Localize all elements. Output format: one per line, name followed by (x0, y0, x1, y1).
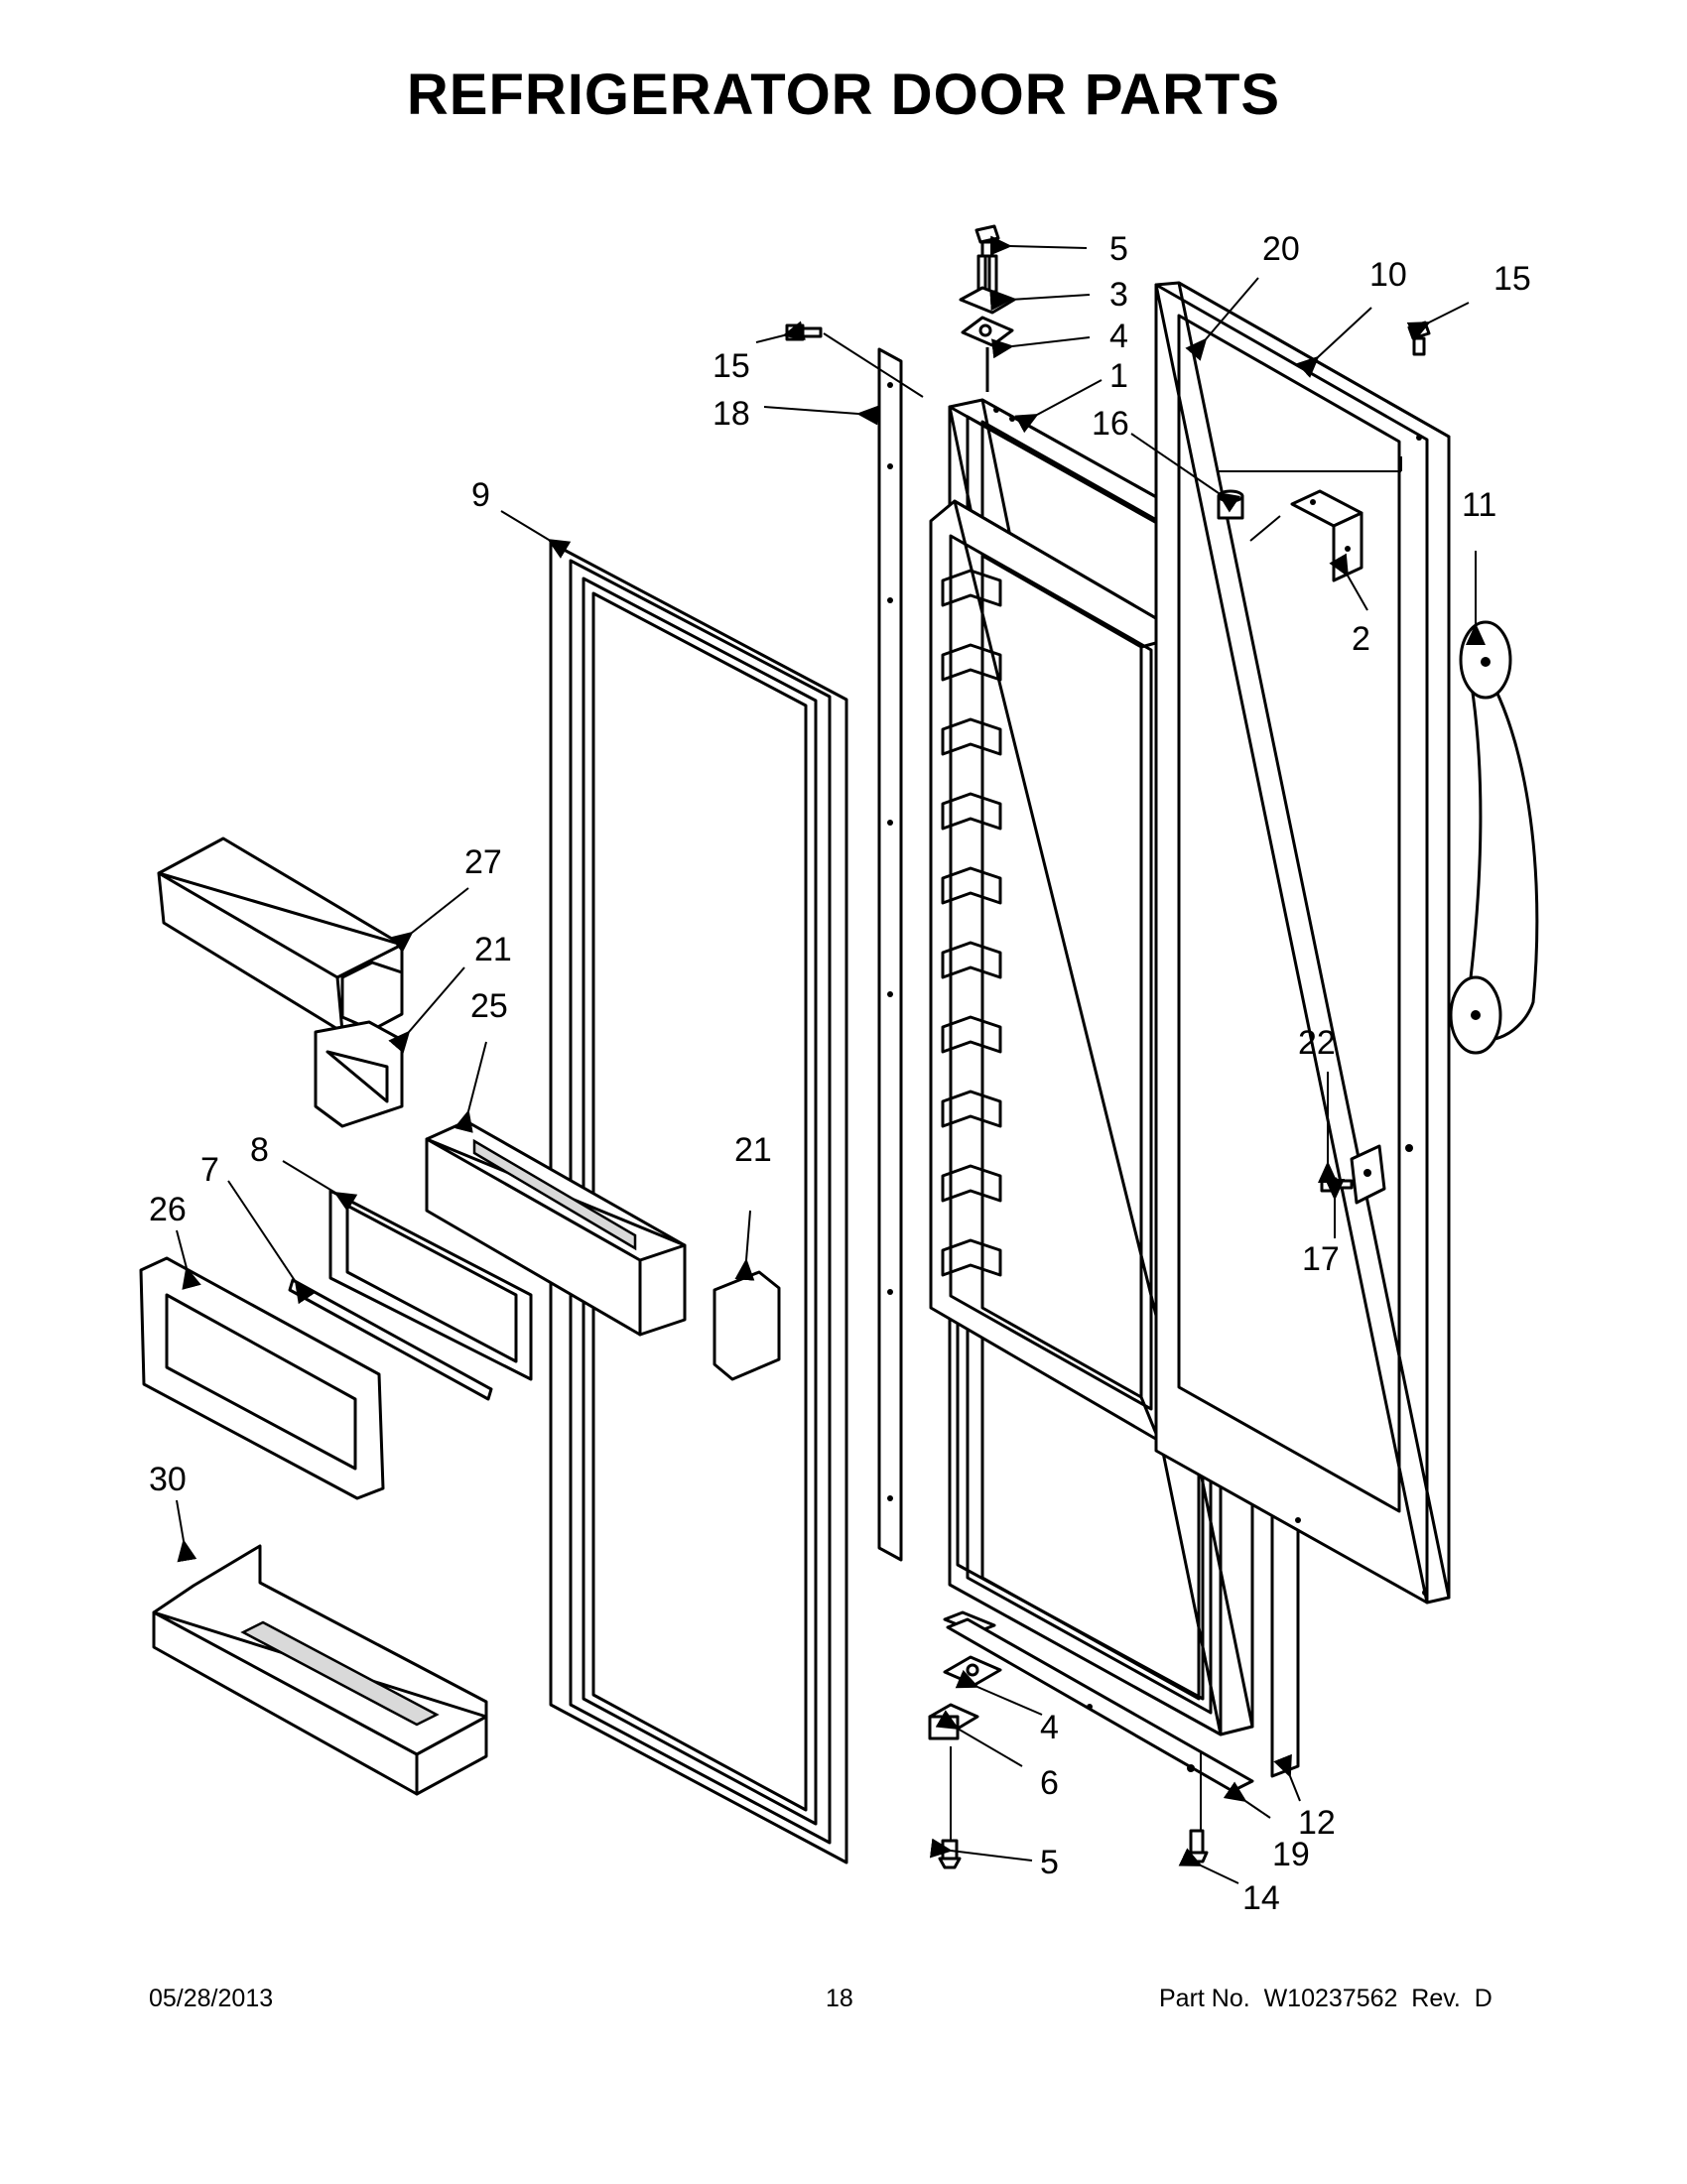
callout-30: 30 (149, 1461, 187, 1498)
callout-3: 3 (1109, 276, 1128, 314)
end-cap-left (314, 1020, 404, 1128)
callout-16: 16 (1092, 405, 1129, 443)
callout-2: 2 (1352, 620, 1370, 658)
callout-14: 14 (1242, 1879, 1280, 1917)
callout-27: 27 (464, 843, 502, 881)
callout-15-right: 15 (1493, 260, 1531, 298)
callout-labels: 5 3 4 1 20 10 15 15 18 16 9 11 2 27 21 2… (149, 230, 1531, 1917)
door-panel (1154, 281, 1451, 1605)
callout-22: 22 (1298, 1024, 1336, 1062)
screw-bottom (1185, 1829, 1209, 1863)
dairy-bin (425, 1119, 687, 1337)
dairy-door (328, 1189, 533, 1381)
top-hinge (959, 254, 1016, 392)
end-cap-right (713, 1270, 781, 1381)
screw-left (785, 323, 823, 341)
callout-21-right: 21 (734, 1131, 772, 1169)
callout-4-bottom: 4 (1040, 1709, 1059, 1746)
trim-strip (288, 1278, 493, 1401)
door-bin-upper (157, 836, 404, 1034)
shelf-supports (941, 569, 1002, 1277)
callout-26: 26 (149, 1191, 187, 1228)
bottom-plate (946, 1617, 1254, 1793)
callout-6: 6 (1040, 1764, 1059, 1802)
callout-7: 7 (200, 1151, 219, 1189)
breaker-strip-left (877, 347, 903, 1562)
callout-4-top: 4 (1109, 318, 1128, 355)
callout-19: 19 (1272, 1836, 1310, 1873)
callout-25: 25 (470, 987, 508, 1025)
page-title: REFRIGERATOR DOOR PARTS (406, 63, 1281, 127)
callout-17: 17 (1302, 1240, 1340, 1278)
footer-date: 05/28/2013 (149, 1985, 274, 2012)
door-bin-lower (152, 1544, 488, 1796)
callout-18: 18 (713, 395, 750, 433)
callout-8: 8 (250, 1131, 269, 1169)
callout-12: 12 (1298, 1804, 1336, 1842)
callout-11: 11 (1462, 486, 1496, 524)
callout-5-top: 5 (1109, 230, 1128, 268)
callout-20: 20 (1262, 230, 1300, 268)
callout-1: 1 (1109, 357, 1128, 395)
callout-5-bottom: 5 (1040, 1844, 1059, 1881)
callout-21-left: 21 (474, 931, 512, 968)
leader-lines (176, 235, 1486, 1884)
screw-right (1407, 321, 1431, 356)
footer-part-number: Part No. W10237562 Rev. D (1159, 1985, 1492, 2012)
door-handle (1449, 620, 1539, 1055)
bushing (1217, 489, 1244, 520)
screw-top (974, 224, 1000, 258)
door-gasket (549, 541, 848, 1864)
callout-9: 9 (471, 476, 490, 514)
door-liner (929, 499, 1187, 1443)
callout-10: 10 (1369, 256, 1407, 294)
footer-page-number: 18 (826, 1985, 853, 2012)
dairy-door-front (139, 1256, 385, 1500)
callout-15-left: 15 (713, 347, 750, 385)
